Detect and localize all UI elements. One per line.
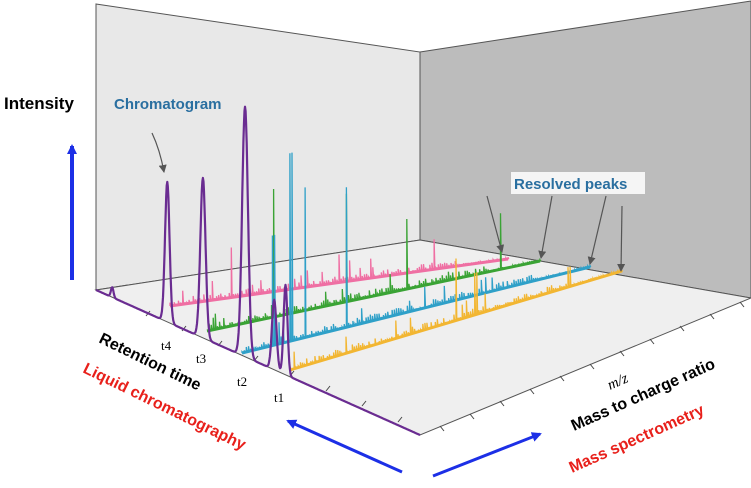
mz-axis-ticks [439, 301, 745, 432]
callout-arrows [151, 132, 626, 272]
time-label-t3: t3 [196, 351, 206, 366]
resolved-peak-arrow-2 [538, 195, 553, 259]
resolved-peaks-label: Resolved peaks [514, 176, 627, 193]
mass-spectra-group [169, 152, 623, 372]
resolved-peak-arrow-4 [617, 205, 626, 272]
time-label-t2: t2 [237, 374, 247, 389]
mass-spectrum-t3 [207, 188, 542, 332]
resolved-peaks-label-bg [511, 172, 645, 194]
mass-spectrum-t4 [169, 239, 510, 307]
retention-time-arrow [286, 419, 403, 474]
retention-time-axis-ticks [145, 310, 403, 423]
time-label-t1: t1 [274, 390, 284, 405]
right-wall [419, 0, 751, 299]
mass-spectrum-t1 [289, 258, 623, 371]
mz-label: m/z [605, 370, 631, 393]
mass-spectrum-t2 [241, 152, 592, 354]
chromatogram-trace [95, 105, 421, 437]
mass-to-charge-arrow [432, 432, 542, 478]
chromatogram-label: Chromatogram [114, 96, 222, 113]
chromatogram-callout-arrow [151, 132, 167, 173]
intensity-label: Intensity [4, 94, 74, 113]
resolved-peak-arrow-3 [587, 195, 607, 265]
resolved-peak-arrow-1 [486, 195, 505, 253]
time-label-t4: t4 [161, 338, 172, 353]
mass-to-charge-label: Mass to charge ratio [569, 356, 718, 435]
